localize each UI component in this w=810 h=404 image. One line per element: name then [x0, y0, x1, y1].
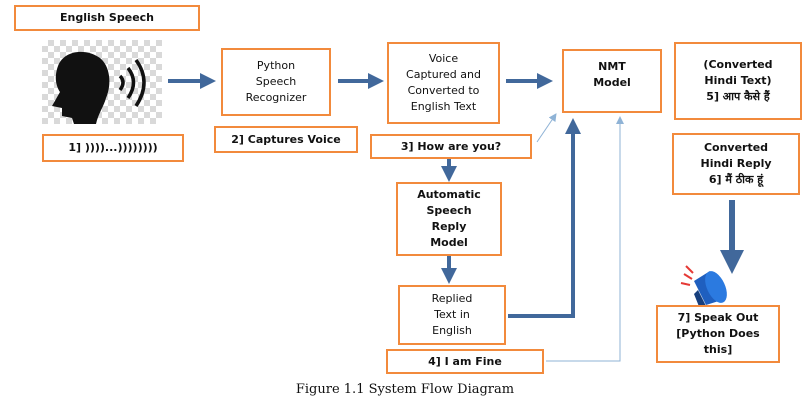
figure-caption: Figure 1.1 System Flow Diagram [295, 382, 515, 397]
converted-hindi-text-label: (Converted Hindi Text) 5] आप कैसे हैं [703, 58, 773, 103]
nmt-model-label: NMT Model [593, 60, 631, 89]
speech-waves-box: 1] ))))...)))))))) [42, 134, 184, 162]
replied-text-box: Replied Text in English [398, 285, 506, 345]
speech-waves-label: 1] ))))...)))))))) [68, 141, 158, 155]
auto-reply-model-box: Automatic Speech Reply Model [396, 182, 502, 256]
english-speech-label: English Speech [59, 11, 155, 25]
thin-arrow-question-to-nmt [536, 113, 557, 143]
captures-voice-box: 2] Captures Voice [214, 126, 358, 153]
python-recognizer-label: Python Speech Recognizer [245, 59, 307, 104]
i-am-fine-label: 4] I am Fine [428, 354, 502, 368]
nmt-model-box: NMT Model [562, 49, 662, 113]
speaking-head-icon [52, 51, 146, 124]
auto-reply-model-label: Automatic Speech Reply Model [417, 188, 481, 249]
voice-captured-box: Voice Captured and Converted to English … [387, 42, 500, 124]
speak-out-box: 7] Speak Out [Python Does this] [656, 305, 780, 363]
how-are-you-box: 3] How are you? [370, 134, 532, 159]
megaphone-icon [680, 265, 727, 309]
captures-voice-label: 2] Captures Voice [231, 132, 341, 146]
i-am-fine-box: 4] I am Fine [386, 349, 544, 374]
speak-out-label: 7] Speak Out [Python Does this] [676, 311, 760, 356]
converted-hindi-text-box: (Converted Hindi Text) 5] आप कैसे हैं [674, 42, 802, 120]
arrow-replied-text-to-nmt [508, 118, 581, 318]
voice-captured-label: Voice Captured and Converted to English … [406, 52, 481, 113]
converted-hindi-reply-label: Converted Hindi Reply 6] मैं ठीक हूं [700, 141, 772, 186]
how-are-you-label: 3] How are you? [400, 139, 502, 153]
replied-text-label: Replied Text in English [431, 292, 473, 337]
converted-hindi-reply-box: Converted Hindi Reply 6] मैं ठीक हूं [672, 133, 800, 195]
thin-arrow-fine-to-nmt [546, 116, 624, 362]
python-recognizer-box: Python Speech Recognizer [221, 48, 331, 116]
english-speech-box: English Speech [14, 5, 200, 31]
